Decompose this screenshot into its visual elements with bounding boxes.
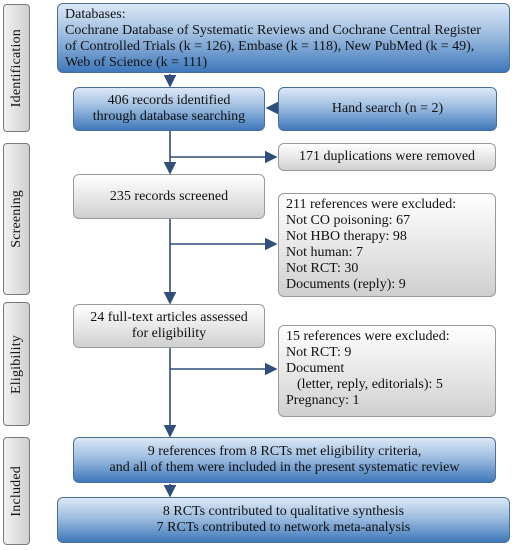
records-screened-box: 235 records screened	[73, 174, 265, 219]
included-references-box: 9 references from 8 RCTs met eligibility…	[73, 437, 496, 483]
excluded-screening-item-3: Not human: 7	[286, 245, 363, 260]
records-identified-box: 406 records identified through database …	[73, 87, 265, 131]
stage-included-label: Included	[8, 465, 24, 517]
duplications-box: 171 duplications were removed	[278, 143, 496, 171]
excluded-screening-box: 211 references were excluded: Not CO poi…	[278, 193, 496, 297]
records-identified-line-1: 406 records identified	[107, 93, 231, 108]
full-text-box: 24 full-text articles assessed for eligi…	[73, 304, 265, 348]
full-text-line-1: 24 full-text articles assessed	[90, 310, 248, 325]
excluded-screening-item-1: Not CO poisoning: 67	[286, 213, 411, 228]
hand-search-text: Hand search (n = 2)	[331, 101, 444, 116]
databases-box: Databases: Cochrane Database of Systemat…	[57, 3, 510, 73]
synthesis-line-2: 7 RCTs contributed to network meta-analy…	[156, 520, 411, 535]
excluded-screening-item-2: Not HBO therapy: 98	[286, 229, 407, 244]
excluded-screening-item-5: Documents (reply): 9	[286, 277, 406, 292]
stage-screening: Screening	[3, 143, 30, 295]
stage-eligibility-label: Eligibility	[8, 334, 24, 394]
excluded-eligibility-heading: 15 references were excluded:	[286, 329, 450, 344]
databases-heading: Databases:	[65, 7, 126, 22]
included-references-line-1: 9 references from 8 RCTs met eligibility…	[147, 444, 422, 459]
excluded-eligibility-item-1: Not RCT: 9	[286, 345, 352, 360]
excluded-screening-item-4: Not RCT: 30	[286, 261, 359, 276]
duplications-text: 171 duplications were removed	[298, 149, 476, 164]
excluded-eligibility-item-4: Pregnancy: 1	[286, 393, 360, 408]
synthesis-box: 8 RCTs contributed to qualitative synthe…	[57, 497, 510, 543]
stage-included: Included	[3, 437, 30, 545]
databases-line-3: Web of Science (k = 111)	[65, 55, 208, 70]
records-identified-line-2: through database searching	[92, 109, 246, 124]
hand-search-box: Hand search (n = 2)	[278, 87, 497, 131]
stage-identification-label: Identification	[8, 28, 24, 108]
excluded-eligibility-box: 15 references were excluded: Not RCT: 9 …	[278, 325, 496, 417]
full-text-line-2: for eligibility	[131, 326, 207, 341]
excluded-eligibility-item-2: Document	[286, 361, 345, 376]
databases-line-1: Cochrane Database of Systematic Reviews …	[65, 23, 481, 38]
excluded-eligibility-item-3: (letter, reply, editorials): 5	[297, 377, 443, 392]
synthesis-line-1: 8 RCTs contributed to qualitative synthe…	[162, 504, 405, 519]
stage-eligibility: Eligibility	[3, 302, 30, 426]
included-references-line-2: and all of them were included in the pre…	[109, 460, 460, 475]
databases-line-2: of Controlled Trials (k = 126), Embase (…	[65, 39, 475, 54]
records-screened-text: 235 records screened	[109, 188, 229, 204]
stage-identification: Identification	[3, 4, 30, 132]
excluded-screening-heading: 211 references were excluded:	[286, 197, 457, 212]
stage-screening-label: Screening	[8, 190, 24, 248]
